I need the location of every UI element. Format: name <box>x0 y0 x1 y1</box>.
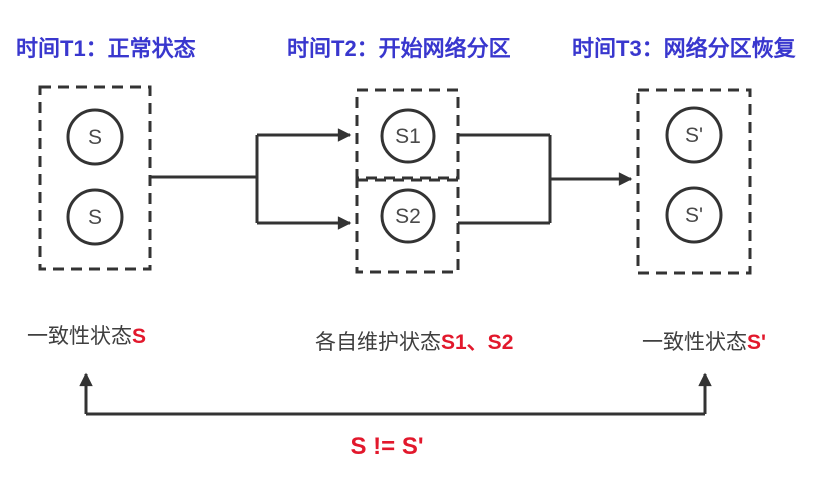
t1-caption-text: 一致性状态 <box>27 325 132 348</box>
t1-node-top-label: S <box>88 126 102 149</box>
t2-node-s2-circle <box>380 188 436 244</box>
t1-node-top-circle <box>66 108 124 166</box>
t3-node-bottom-circle <box>665 186 723 244</box>
t2-partition-box-2 <box>355 178 460 274</box>
t2-node-s1-label: S1 <box>395 125 421 148</box>
t3-cluster-box <box>636 88 752 275</box>
timeline-t1-heading: 时间T1：正常状态 <box>16 36 196 61</box>
t2-caption: 各自维护状态S1、S2 <box>315 326 513 356</box>
t3-node-top-circle <box>665 106 723 164</box>
t1-caption-state: S <box>132 325 147 348</box>
t1-node-bottom-label: S <box>88 206 102 229</box>
t2-node-s2-label: S2 <box>395 205 421 228</box>
t3-caption-state: S' <box>747 331 767 354</box>
t3-node-bottom-label: S' <box>685 204 703 227</box>
timeline-t3-heading: 时间T3：网络分区恢复 <box>572 36 796 61</box>
t1-caption: 一致性状态S <box>27 320 146 350</box>
t2-caption-text: 各自维护状态 <box>315 331 441 354</box>
state-inequality-note: S != S' <box>350 433 424 460</box>
t3-node-top-label: S' <box>685 124 703 147</box>
t1-node-bottom-circle <box>66 188 124 246</box>
timeline-t2-heading: 时间T2：开始网络分区 <box>287 36 511 61</box>
t3-caption: 一致性状态S' <box>642 326 766 356</box>
t2-caption-state: S1、S2 <box>441 331 514 354</box>
t3-caption-text: 一致性状态 <box>642 331 747 354</box>
t2-node-s1-circle <box>380 108 436 164</box>
